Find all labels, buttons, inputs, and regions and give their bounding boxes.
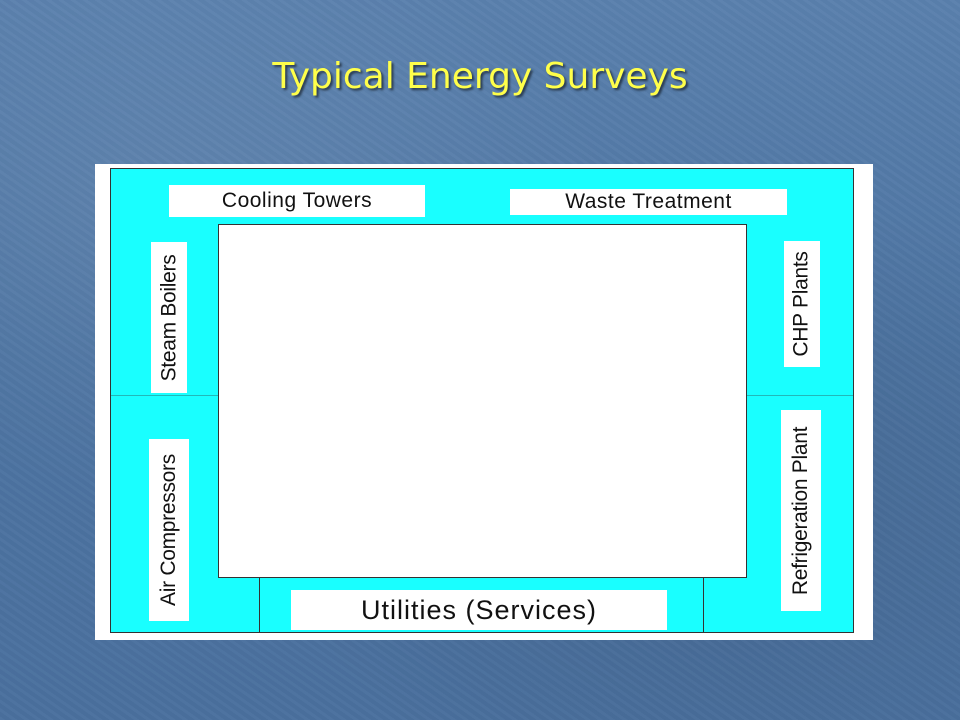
bottom-divider-left — [259, 576, 260, 632]
cooling-towers-text: Cooling Towers — [221, 189, 373, 212]
label-air-compressors: Air Compressors — [149, 439, 189, 621]
slide-title: Typical Energy Surveys — [272, 56, 688, 97]
right-column-divider — [746, 395, 853, 396]
refrigeration-plant-text: Refrigeration Plant — [789, 426, 813, 595]
air-compressors-text: Air Compressors — [157, 454, 180, 606]
label-refrigeration-plant: Refrigeration Plant — [781, 410, 821, 611]
left-column-divider — [111, 395, 218, 396]
chp-plants-text: CHP Plants — [790, 251, 814, 357]
survey-frame: Cooling Towers Waste Treatment Steam Boi… — [110, 168, 854, 633]
diagram-panel: Cooling Towers Waste Treatment Steam Boi… — [95, 164, 873, 640]
label-steam-boilers: Steam Boilers — [151, 242, 187, 393]
utilities-services-text: Utilities (Services) — [360, 594, 598, 625]
central-process-area — [218, 224, 747, 578]
label-utilities-services: Utilities (Services) — [291, 590, 667, 630]
steam-boilers-text: Steam Boilers — [157, 254, 181, 381]
label-waste-treatment: Waste Treatment — [510, 189, 787, 215]
label-cooling-towers: Cooling Towers — [169, 185, 425, 217]
waste-treatment-text: Waste Treatment — [565, 190, 732, 213]
bottom-divider-right — [703, 576, 704, 632]
label-chp-plants: CHP Plants — [784, 241, 820, 367]
